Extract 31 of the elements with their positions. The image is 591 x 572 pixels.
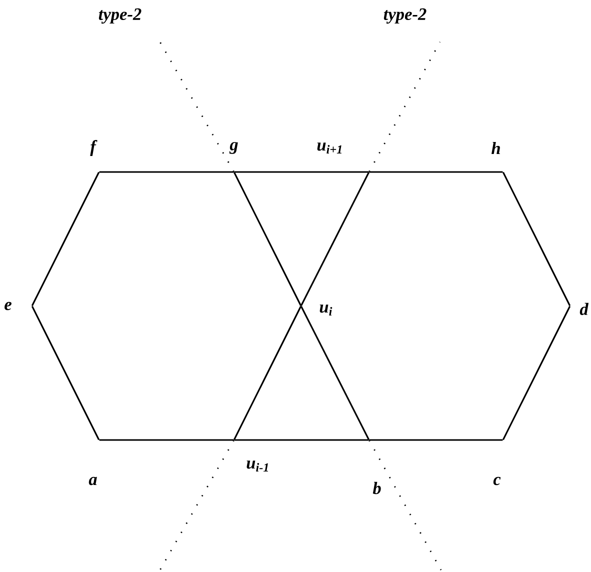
vertex-label: b: [372, 482, 381, 494]
vertex-label: c: [493, 476, 501, 486]
vertex-label: u$_{i+1}$: [317, 142, 342, 154]
line: [99, 171, 234, 173]
line: [233, 172, 302, 306]
dotted-line: [368, 440, 442, 570]
vertex-label: a: [88, 476, 97, 486]
vertex-label: h: [492, 142, 500, 154]
line: [234, 439, 369, 441]
line: [99, 439, 234, 441]
line: [502, 172, 571, 306]
vertex-label: g: [229, 142, 238, 154]
vertex-label: d: [580, 302, 589, 316]
line-label: type-2: [98, 8, 142, 24]
vertex-label: u$_{i-1}$: [246, 460, 268, 472]
line: [369, 439, 503, 441]
line: [300, 172, 370, 306]
line: [369, 171, 503, 173]
line: [31, 172, 100, 306]
vertex-label: e: [4, 302, 12, 310]
vertex-label: f: [90, 140, 98, 156]
dotted-line: [159, 42, 234, 172]
line: [233, 306, 302, 440]
dotted-line: [368, 42, 441, 172]
line: [300, 306, 370, 440]
line: [31, 306, 100, 440]
dotted-line: [159, 440, 234, 570]
vertex-label: u$_{i}$: [320, 304, 332, 316]
line: [502, 306, 571, 440]
line-label: type-2: [384, 8, 426, 24]
line: [234, 171, 369, 173]
